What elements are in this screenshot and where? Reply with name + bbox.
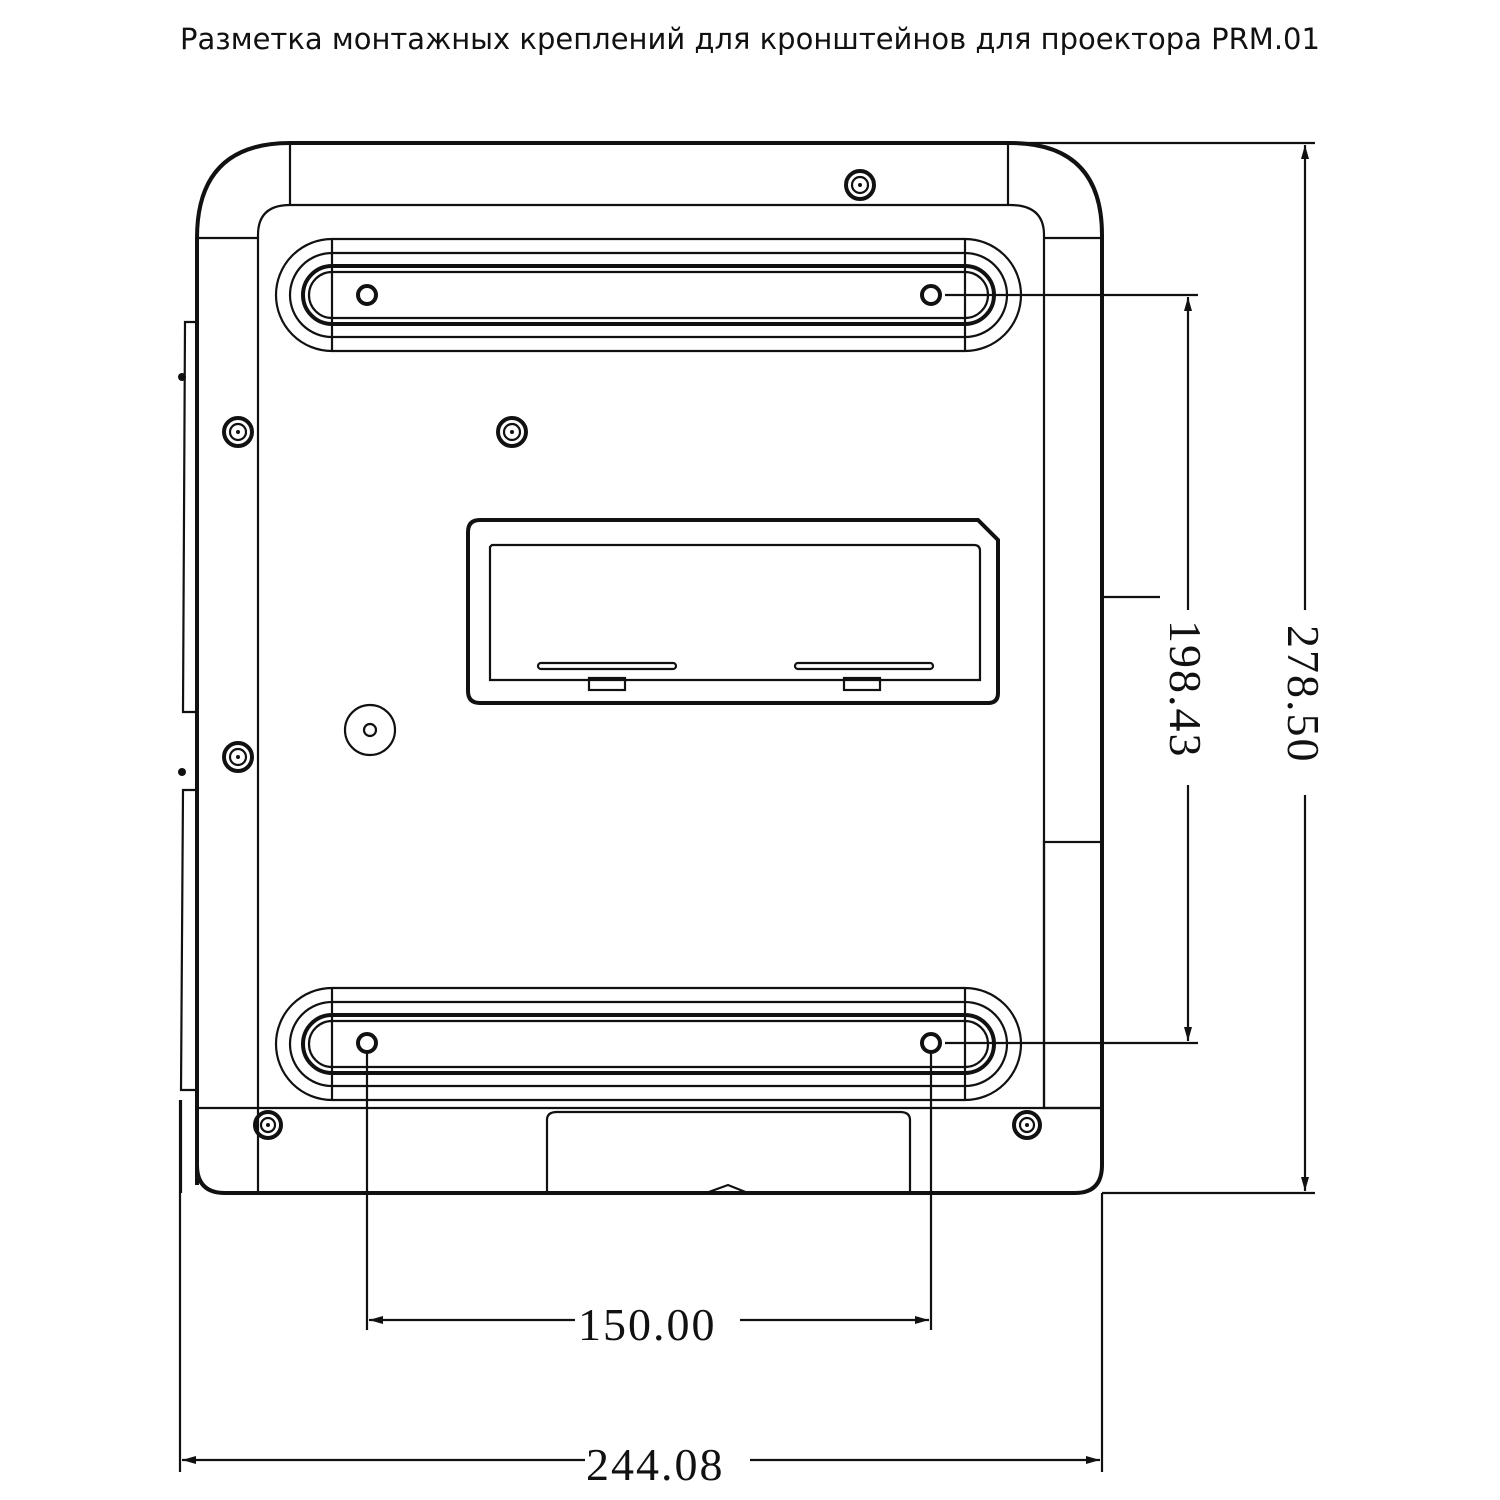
- mounting-hole: [356, 284, 378, 306]
- dimension-label: 198.43: [1160, 620, 1211, 759]
- mounting-hole: [920, 284, 942, 306]
- top-mounting-slot: [274, 237, 1023, 353]
- screw-icon: [1012, 1110, 1042, 1140]
- screw-icon: [496, 416, 528, 448]
- screw-icon: [222, 416, 254, 448]
- dimension-label: 278.50: [1278, 625, 1329, 764]
- screw-icon: [253, 1110, 283, 1140]
- central-compartment: [466, 518, 1000, 705]
- bottom-mounting-slot: [274, 986, 1023, 1102]
- projector-body: [178, 141, 1104, 1195]
- dimension-total-height: 278.50: [1010, 141, 1329, 1195]
- drawing-title: Разметка монтажных креплений для кронште…: [180, 22, 1320, 56]
- dimension-hole-vertical: 198.43: [945, 293, 1211, 1045]
- dimension-label: 244.08: [586, 1439, 725, 1490]
- mounting-hole: [356, 1032, 378, 1054]
- screw-icon: [844, 169, 876, 201]
- dimension-total-width: 244.08: [178, 1100, 1104, 1490]
- dimension-label: 150.00: [578, 1299, 717, 1350]
- mounting-hole: [920, 1032, 942, 1054]
- dimension-hole-horizontal: 150.00: [365, 1052, 933, 1350]
- screw-icon: [222, 741, 254, 773]
- screws: [222, 169, 1042, 1140]
- lens-circle: [343, 703, 397, 757]
